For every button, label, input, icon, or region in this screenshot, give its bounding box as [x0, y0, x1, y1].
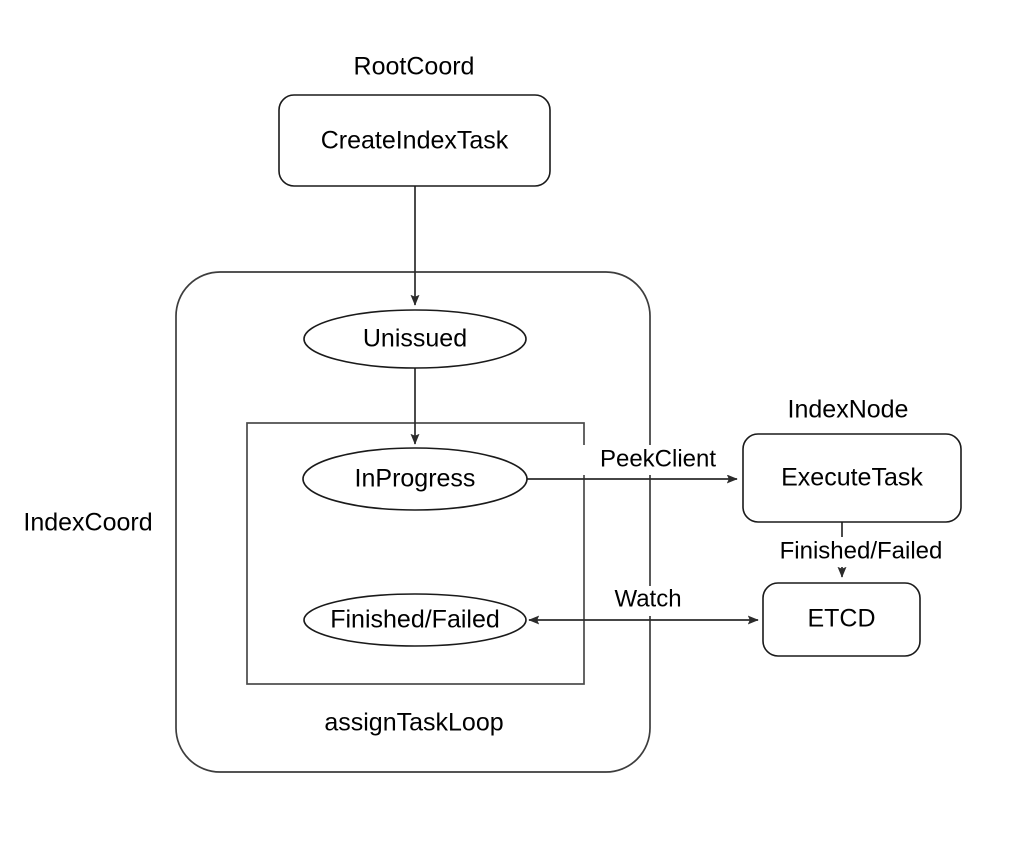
- unissued-shape[interactable]: [303, 309, 527, 369]
- edge-label-finished-failed-bg: [755, 537, 967, 567]
- node-create-index-task[interactable]: CreateIndexTask: [278, 94, 551, 187]
- etcd-shape[interactable]: [762, 582, 921, 657]
- indexcoord-container-shape: [175, 271, 651, 773]
- group-label-indexcoord-text: IndexCoord: [23, 509, 152, 537]
- node-unissued[interactable]: Unissued: [303, 309, 527, 369]
- edge-label-watch-text: Watch: [614, 585, 681, 612]
- execute-task-shape[interactable]: [742, 433, 962, 523]
- in-progress-shape[interactable]: [302, 447, 528, 511]
- node-execute-task[interactable]: ExecuteTask: [742, 433, 962, 523]
- group-label-indexnode: IndexNode: [788, 396, 909, 424]
- edge-label-watch-bg: [601, 586, 696, 616]
- indexcoord-container: [175, 271, 651, 773]
- node-in-progress[interactable]: InProgress: [302, 447, 528, 511]
- group-label-assigntaskloop-text: assignTaskLoop: [324, 709, 503, 737]
- edge-label-finished-failed: Finished/Failed: [755, 537, 967, 567]
- create-index-task-label: CreateIndexTask: [321, 127, 509, 155]
- group-label-indexcoord: IndexCoord: [23, 509, 152, 537]
- edge-label-peekclient: PeekClient: [583, 445, 733, 475]
- edge-label-peekclient-bg: [583, 445, 733, 475]
- etcd-label: ETCD: [807, 605, 875, 633]
- edge-label-watch: Watch: [601, 585, 696, 616]
- unissued-label: Unissued: [363, 325, 467, 353]
- edge-label-finished-failed-text: Finished/Failed: [780, 537, 943, 564]
- group-label-rootcoord: RootCoord: [354, 53, 475, 81]
- group-label-rootcoord-text: RootCoord: [354, 53, 475, 81]
- group-label-assigntaskloop: assignTaskLoop: [324, 709, 503, 737]
- in-progress-label: InProgress: [355, 465, 476, 493]
- group-label-indexnode-text: IndexNode: [788, 396, 909, 424]
- node-finished-failed-state[interactable]: Finished/Failed: [303, 593, 527, 647]
- edge-label-peekclient-text: PeekClient: [600, 445, 716, 472]
- execute-task-label: ExecuteTask: [781, 464, 923, 492]
- create-index-task-shape[interactable]: [278, 94, 551, 187]
- finished-failed-state-shape[interactable]: [303, 593, 527, 647]
- finished-failed-state-label: Finished/Failed: [330, 606, 500, 634]
- node-etcd[interactable]: ETCD: [762, 582, 921, 657]
